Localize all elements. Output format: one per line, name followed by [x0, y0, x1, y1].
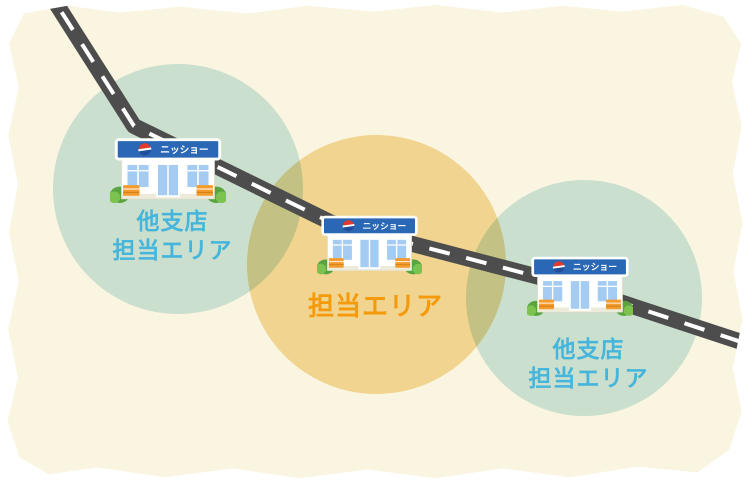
area-label-line: 担当エリア	[112, 237, 233, 263]
bush-icon	[412, 263, 422, 275]
area-label-other-branch-right: 他支店 担当エリア	[496, 335, 681, 393]
area-label-line: 他支店	[136, 208, 209, 234]
store-building-right: ニッショー	[527, 256, 633, 316]
bush-icon	[527, 305, 537, 316]
store-logo-icon	[342, 220, 355, 232]
store-building-center: ニッショー	[317, 215, 422, 275]
area-label-line: 他支店	[552, 336, 625, 362]
bush-icon	[623, 305, 633, 316]
bush-icon	[317, 263, 327, 275]
store-sign-text: ニッショー	[363, 221, 407, 231]
area-label-other-branch-left: 他支店 担当エリア	[80, 207, 265, 265]
store-building-left: ニッショー	[110, 138, 226, 204]
area-label-line: 担当エリア	[307, 291, 443, 321]
store-logo-icon	[552, 261, 565, 273]
area-label-line: 担当エリア	[528, 365, 649, 391]
store-sign-text: ニッショー	[160, 145, 208, 156]
store-sign-text: ニッショー	[573, 262, 617, 272]
bush-icon	[110, 191, 121, 204]
display-shelf	[538, 299, 622, 310]
store-windows	[330, 237, 409, 270]
store-logo-icon	[138, 143, 152, 156]
display-shelf	[123, 185, 213, 196]
store-windows	[541, 279, 619, 311]
store-windows	[125, 162, 211, 198]
bush-icon	[215, 191, 226, 204]
display-shelf	[328, 258, 411, 268]
area-label-own-branch: 担当エリア	[278, 291, 473, 321]
